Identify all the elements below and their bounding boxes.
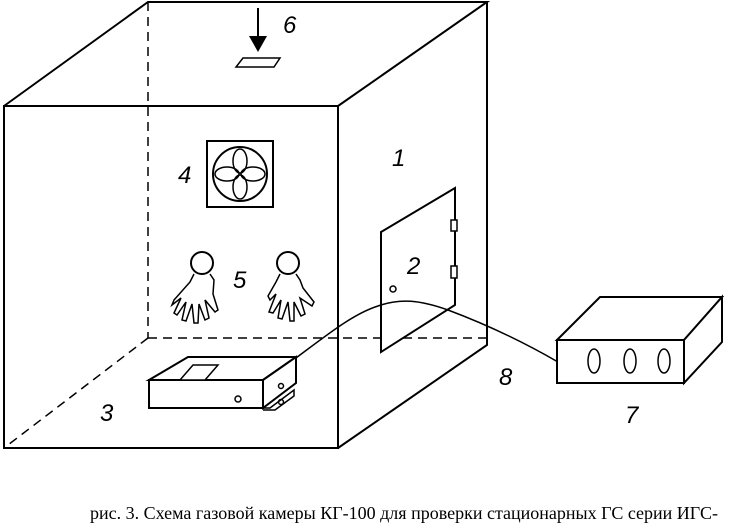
gas-inlet (234, 8, 282, 68)
glove-left-icon (170, 251, 219, 324)
label-3: 3 (100, 400, 114, 427)
glove-right-icon (267, 251, 315, 322)
figure-caption: рис. 3. Схема газовой камеры КГ-100 для … (90, 503, 718, 523)
chamber-cube (3, 0, 491, 449)
label-2: 2 (406, 253, 420, 280)
fan-icon (206, 140, 274, 208)
label-4: 4 (178, 162, 191, 189)
gas-sensor-device (145, 355, 300, 411)
sensor-cable (237, 300, 559, 399)
label-6: 6 (283, 12, 297, 39)
label-1: 1 (392, 145, 405, 172)
controller-unit (554, 294, 725, 386)
label-8: 8 (499, 364, 513, 391)
chamber-door (380, 186, 458, 354)
label-7: 7 (625, 402, 640, 429)
label-5: 5 (233, 267, 247, 294)
